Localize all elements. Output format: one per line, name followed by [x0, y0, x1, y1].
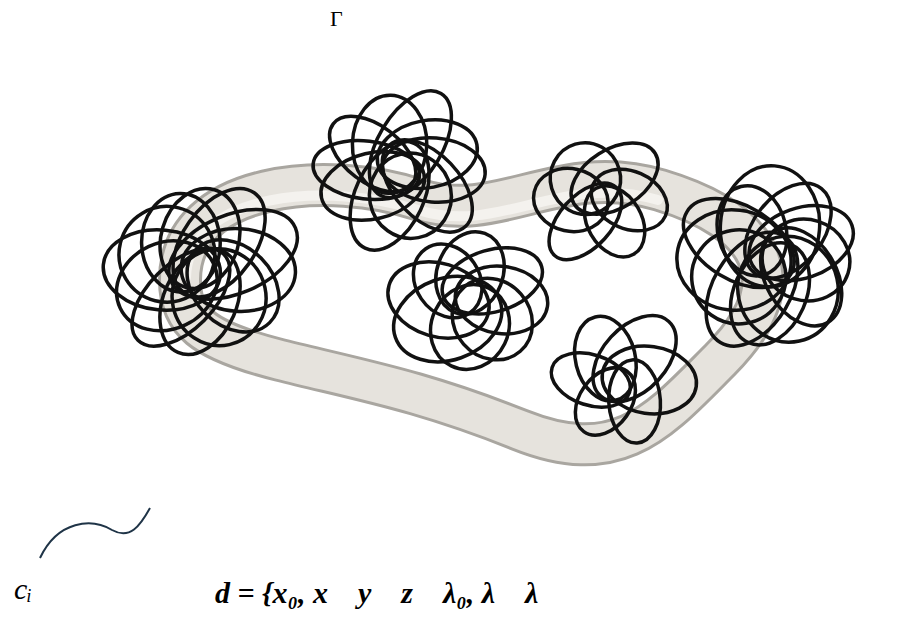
- coil: [371, 112, 483, 197]
- coil: [566, 310, 645, 408]
- coil: [727, 167, 848, 295]
- coil: [671, 203, 797, 316]
- coil: [582, 158, 677, 242]
- coil-set: [100, 77, 864, 446]
- coil-label: cᵢ: [14, 572, 32, 606]
- coil: [716, 162, 824, 290]
- coil: [417, 271, 524, 382]
- gamma-label: Γ: [330, 6, 343, 32]
- coil: [739, 192, 864, 294]
- coil: [155, 192, 310, 317]
- coil: [544, 343, 637, 416]
- coil: [558, 128, 670, 229]
- coil: [434, 237, 550, 325]
- design-vector-label: d = {x₀, x y z λ₀, λ λ: [215, 576, 538, 610]
- coil: [668, 180, 810, 306]
- coil: [353, 77, 469, 211]
- coil: [577, 300, 692, 418]
- leader-line: [40, 508, 150, 558]
- coil: [154, 172, 284, 314]
- coil: [715, 230, 824, 357]
